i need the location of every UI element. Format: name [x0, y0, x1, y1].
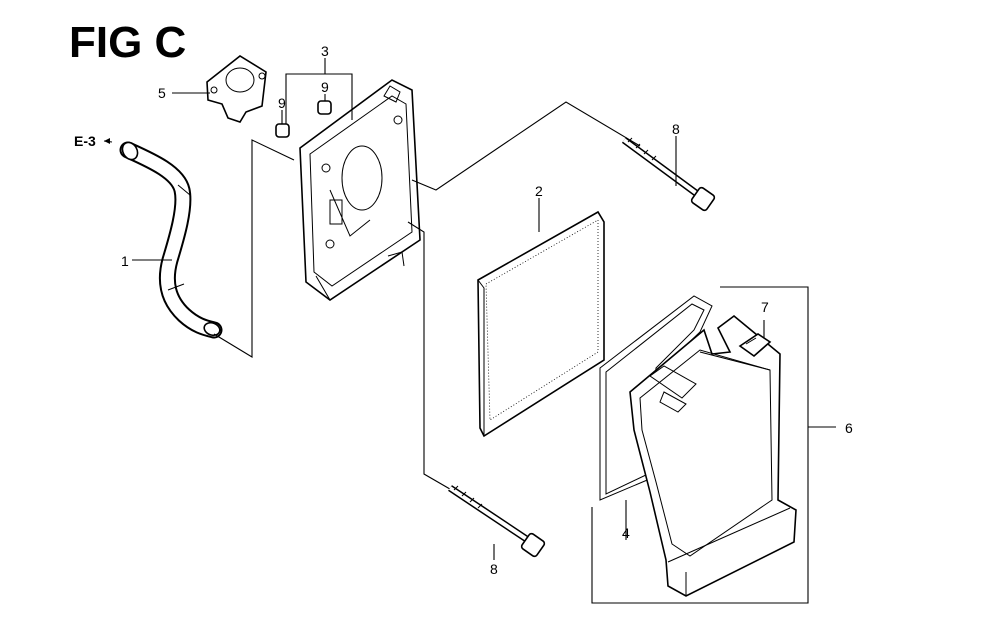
- callout-9-right[interactable]: 9: [321, 79, 329, 95]
- bolt-lower[interactable]: [448, 485, 546, 558]
- callout-8-bottom[interactable]: 8: [490, 561, 498, 577]
- callout-9-left[interactable]: 9: [278, 95, 286, 111]
- filter-element[interactable]: [477, 210, 605, 438]
- bolt-top-leader: [411, 101, 641, 191]
- reference-label: E-3: [74, 133, 96, 149]
- callout-5[interactable]: 5: [158, 85, 166, 101]
- reference-arrow-icon: [104, 138, 110, 144]
- figure-title: FIG C: [69, 18, 187, 67]
- callout-7[interactable]: 7: [761, 299, 769, 315]
- callout-3-bracket: [285, 73, 353, 78]
- reference-e3[interactable]: E-3: [74, 133, 113, 149]
- cover-bracket: [591, 286, 809, 604]
- callout-3[interactable]: 3: [321, 43, 329, 59]
- grommet-lower[interactable]: [275, 123, 290, 138]
- callout-4[interactable]: 4: [622, 525, 630, 541]
- cover-clip[interactable]: [738, 333, 772, 358]
- bolt-bottom-leader: [407, 221, 463, 497]
- callout-8-top[interactable]: 8: [672, 121, 680, 137]
- gasket[interactable]: [206, 55, 267, 123]
- callout-6[interactable]: 6: [845, 420, 853, 436]
- air-cleaner-base[interactable]: [299, 79, 421, 301]
- tube-leader-bracket: [213, 139, 295, 358]
- breather-tube[interactable]: [119, 140, 223, 339]
- air-cleaner-cover[interactable]: [629, 314, 797, 597]
- grommet-upper[interactable]: [317, 100, 332, 115]
- callout-2[interactable]: 2: [535, 183, 543, 199]
- bolt-upper[interactable]: [621, 137, 716, 212]
- callout-1[interactable]: 1: [121, 253, 129, 269]
